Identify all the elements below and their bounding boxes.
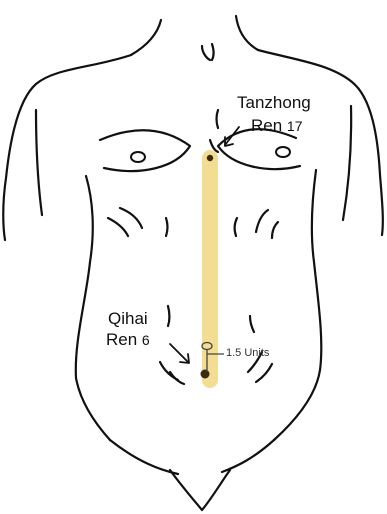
left-flank-line [76,176,110,440]
left-nipple [131,152,145,162]
left-arm-inner-line [36,110,42,215]
right-shoulder-line [258,50,383,235]
qihai-code-label: Ren 6 [106,331,150,348]
tanzhong-code-label: Ren 17 [251,117,303,134]
measurement-label: 1.5 Units [226,348,269,359]
tanzhong-code-prefix: Ren [251,116,282,135]
left-shoulder-line [3,55,131,240]
right-nipple [276,147,290,157]
qihai-code-prefix: Ren [106,330,137,349]
neck-right-line [236,16,258,50]
left-pectoral-line [100,130,190,171]
brief-line [170,470,230,510]
tanzhong-code-number: 17 [287,118,303,134]
qihai-point [201,370,210,379]
tanzhong-name-label: Tanzhong [237,94,311,111]
qihai-arrow [170,344,188,362]
right-flank-line [274,170,321,440]
qihai-name-label: Qihai [108,310,148,327]
groin-line-right [222,440,274,472]
right-arm-inner-line [343,106,351,220]
groin-line [110,440,178,474]
qihai-code-number: 6 [142,332,150,348]
tanzhong-arrow [225,127,239,145]
tanzhong-point [207,155,213,161]
neck-left-line [131,20,161,55]
